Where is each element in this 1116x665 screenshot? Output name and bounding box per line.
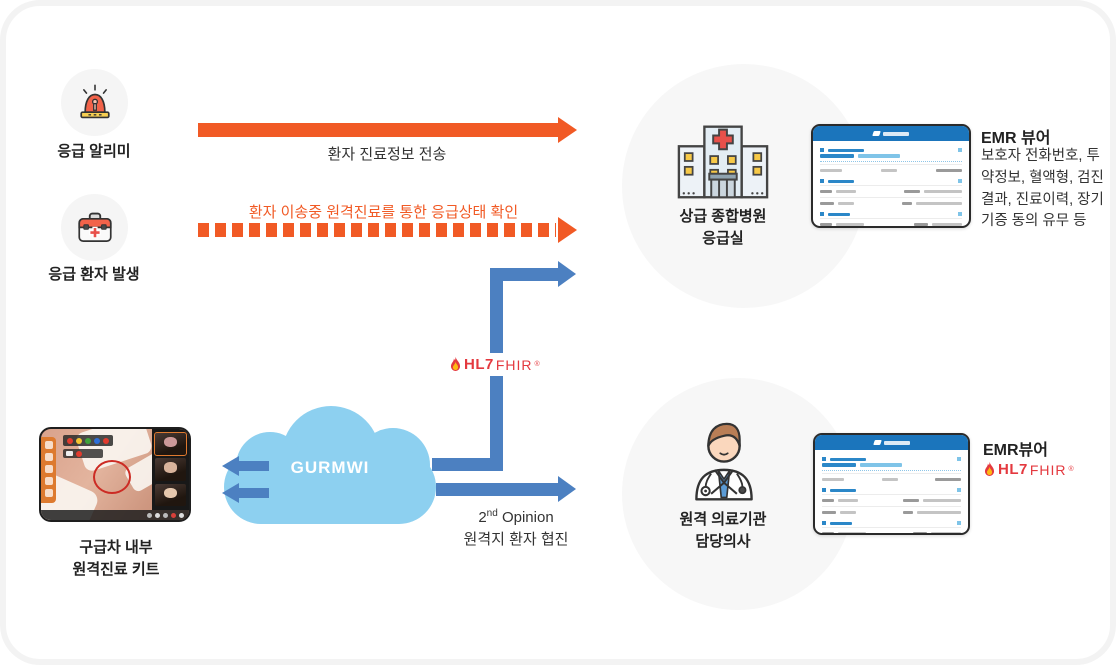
hl7-text: HL7 xyxy=(998,461,1028,478)
cloud-to-kit-arrow1-shaft xyxy=(238,461,269,471)
emr-header-bar xyxy=(813,126,969,141)
transfer-arrow-shaft xyxy=(198,123,559,137)
second-opinion-arrow-head xyxy=(558,476,576,502)
second-opinion-arrow-shaft xyxy=(436,483,560,496)
kit-label-line2: 원격진료 키트 xyxy=(72,561,160,578)
doctor-icon xyxy=(695,422,753,501)
remote-check-arrow-head xyxy=(558,217,577,243)
doctor-node-label: 원격 의료기관 담당의사 xyxy=(643,509,803,553)
patient-node-label: 응급 환자 발생 xyxy=(48,266,140,283)
hospital-icon xyxy=(677,125,769,199)
gurmwi-cloud: GURMWI xyxy=(224,406,436,524)
second-opinion-sup: nd xyxy=(486,508,498,519)
fhir-text: FHIR xyxy=(1029,461,1067,478)
hospital-node xyxy=(674,116,772,209)
hl7-reg-mark: ® xyxy=(1068,466,1074,473)
doctor-label-line2: 담당의사 xyxy=(695,533,751,550)
second-opinion-num: 2 xyxy=(478,509,487,526)
drawing-toolbar xyxy=(41,437,56,503)
alarm-node-label: 응급 알리미 xyxy=(57,143,131,160)
remote-check-label: 환자 이송중 원격진료를 통한 응급상태 확인 xyxy=(248,204,519,221)
doctor-label-line1: 원격 의료기관 xyxy=(679,511,767,528)
cloud-label: GURMWI xyxy=(290,458,370,477)
cloud-to-kit-arrow1-head xyxy=(222,456,239,476)
annotation-circle xyxy=(93,460,131,494)
video-control-bar xyxy=(41,510,189,520)
emr-logo-icon xyxy=(872,440,882,445)
siren-icon xyxy=(79,83,110,118)
hl7-fhir-logo-bottom: HL7 FHIR ® xyxy=(978,458,1079,481)
participant-thumbnail xyxy=(155,458,186,481)
connector-top-horizontal xyxy=(490,268,560,281)
emr-viewer-window-bottom xyxy=(813,433,970,535)
hospital-label-line2: 응급실 xyxy=(702,230,744,247)
hl7-fhir-logo: HL7 FHIR ® xyxy=(444,353,545,376)
telemedicine-video-screenshot xyxy=(39,427,191,522)
participant-thumbnails xyxy=(152,429,189,510)
emr-logo-icon xyxy=(872,131,881,136)
color-palette-bar xyxy=(63,435,113,446)
connector-hospital-arrow-head xyxy=(558,261,576,287)
emr-viewer-window-top xyxy=(811,124,971,228)
participant-thumbnail xyxy=(155,483,186,506)
connector-bottom-horizontal xyxy=(432,458,502,471)
kit-node-label: 구급차 내부 원격진료 키트 xyxy=(31,537,201,581)
emr-logo-text xyxy=(883,131,909,136)
hl7-text: HL7 xyxy=(464,356,494,373)
hl7-reg-mark: ® xyxy=(534,361,540,368)
emr-top-title: EMR 뷰어 xyxy=(981,130,1051,147)
emr-logo-text xyxy=(883,440,910,445)
first-aid-kit-icon xyxy=(77,212,112,242)
fhir-text: FHIR xyxy=(495,356,533,373)
annotation-tools-bar xyxy=(63,449,103,458)
participant-thumbnail xyxy=(154,431,187,457)
second-opinion-rest: Opinion xyxy=(497,509,554,526)
hospital-label-line1: 상급 종합병원 xyxy=(679,208,767,225)
doctor-node xyxy=(678,409,770,510)
transfer-arrow-label: 환자 진료정보 전송 xyxy=(327,146,447,163)
kit-label-line1: 구급차 내부 xyxy=(79,539,153,556)
emr-bottom-title: EMR뷰어 xyxy=(983,442,1048,459)
emr-body xyxy=(815,450,968,533)
transfer-arrow-head xyxy=(558,117,577,143)
hl7-flame-icon xyxy=(984,461,995,476)
hospital-node-label: 상급 종합병원 응급실 xyxy=(643,206,803,250)
cloud-to-kit-arrow2-head xyxy=(222,483,239,503)
emergency-patient-node xyxy=(61,194,128,261)
emr-body xyxy=(813,141,969,226)
hl7-flame-icon xyxy=(450,356,461,371)
remote-check-arrow-shaft xyxy=(198,223,556,237)
emr-header-bar xyxy=(815,435,968,450)
cloud-to-kit-arrow2-shaft xyxy=(238,488,269,498)
emergency-alarm-node xyxy=(61,69,128,136)
second-opinion-ko: 원격지 환자 협진 xyxy=(463,531,569,548)
second-opinion-label: 2nd Opinion 원격지 환자 협진 xyxy=(426,503,606,551)
emr-top-description: 보호자 전화번호, 투약정보, 혈액형, 검진결과, 진료이력, 장기기증 동의… xyxy=(981,148,1104,230)
